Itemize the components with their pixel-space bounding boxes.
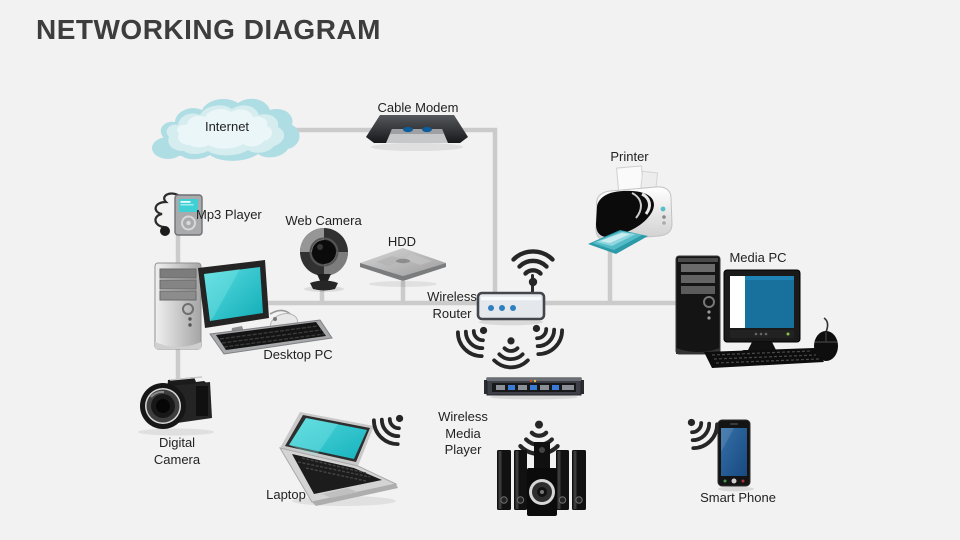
internet-label: Internet (204, 119, 250, 134)
hdd-label: HDD (387, 234, 417, 249)
digital-camera-label: Digital Camera (153, 435, 201, 467)
web-camera-label: Web Camera (285, 213, 362, 228)
page-title: NETWORKING DIAGRAM (36, 14, 381, 45)
printer-icon (584, 164, 678, 265)
digital-camera-icon (130, 374, 222, 441)
web-camera-icon (294, 226, 354, 297)
desktop-pc-label: Desktop PC (263, 347, 333, 362)
cable-modem-label: Cable Modem (377, 100, 459, 115)
hdd-icon (358, 246, 448, 293)
media-pc-icon (668, 248, 843, 375)
wireless-router-label: Wireless Router (427, 289, 477, 321)
printer-label: Printer (610, 149, 649, 164)
desktop-pc-icon (148, 256, 338, 373)
smart-phone-label: Smart Phone (700, 490, 776, 505)
wireless-media-player-label: Wireless Media Player (438, 409, 488, 458)
laptop-label: Laptop (266, 487, 306, 502)
wireless-router-icon (476, 288, 546, 331)
internet-cloud-icon (148, 90, 308, 179)
cable-modem-icon (364, 112, 470, 157)
speakers-icon (493, 440, 589, 525)
mp3-player-icon (150, 190, 208, 249)
media-pc-label: Media PC (729, 250, 787, 265)
mp3-player-label: Mp3 Player (196, 207, 262, 222)
wireless-media-player-icon (484, 374, 584, 405)
wifi-signal-icon (511, 246, 555, 290)
laptop-icon (278, 410, 406, 513)
smart-phone-icon (714, 418, 758, 497)
wire-internet-modem-router (292, 127, 498, 300)
